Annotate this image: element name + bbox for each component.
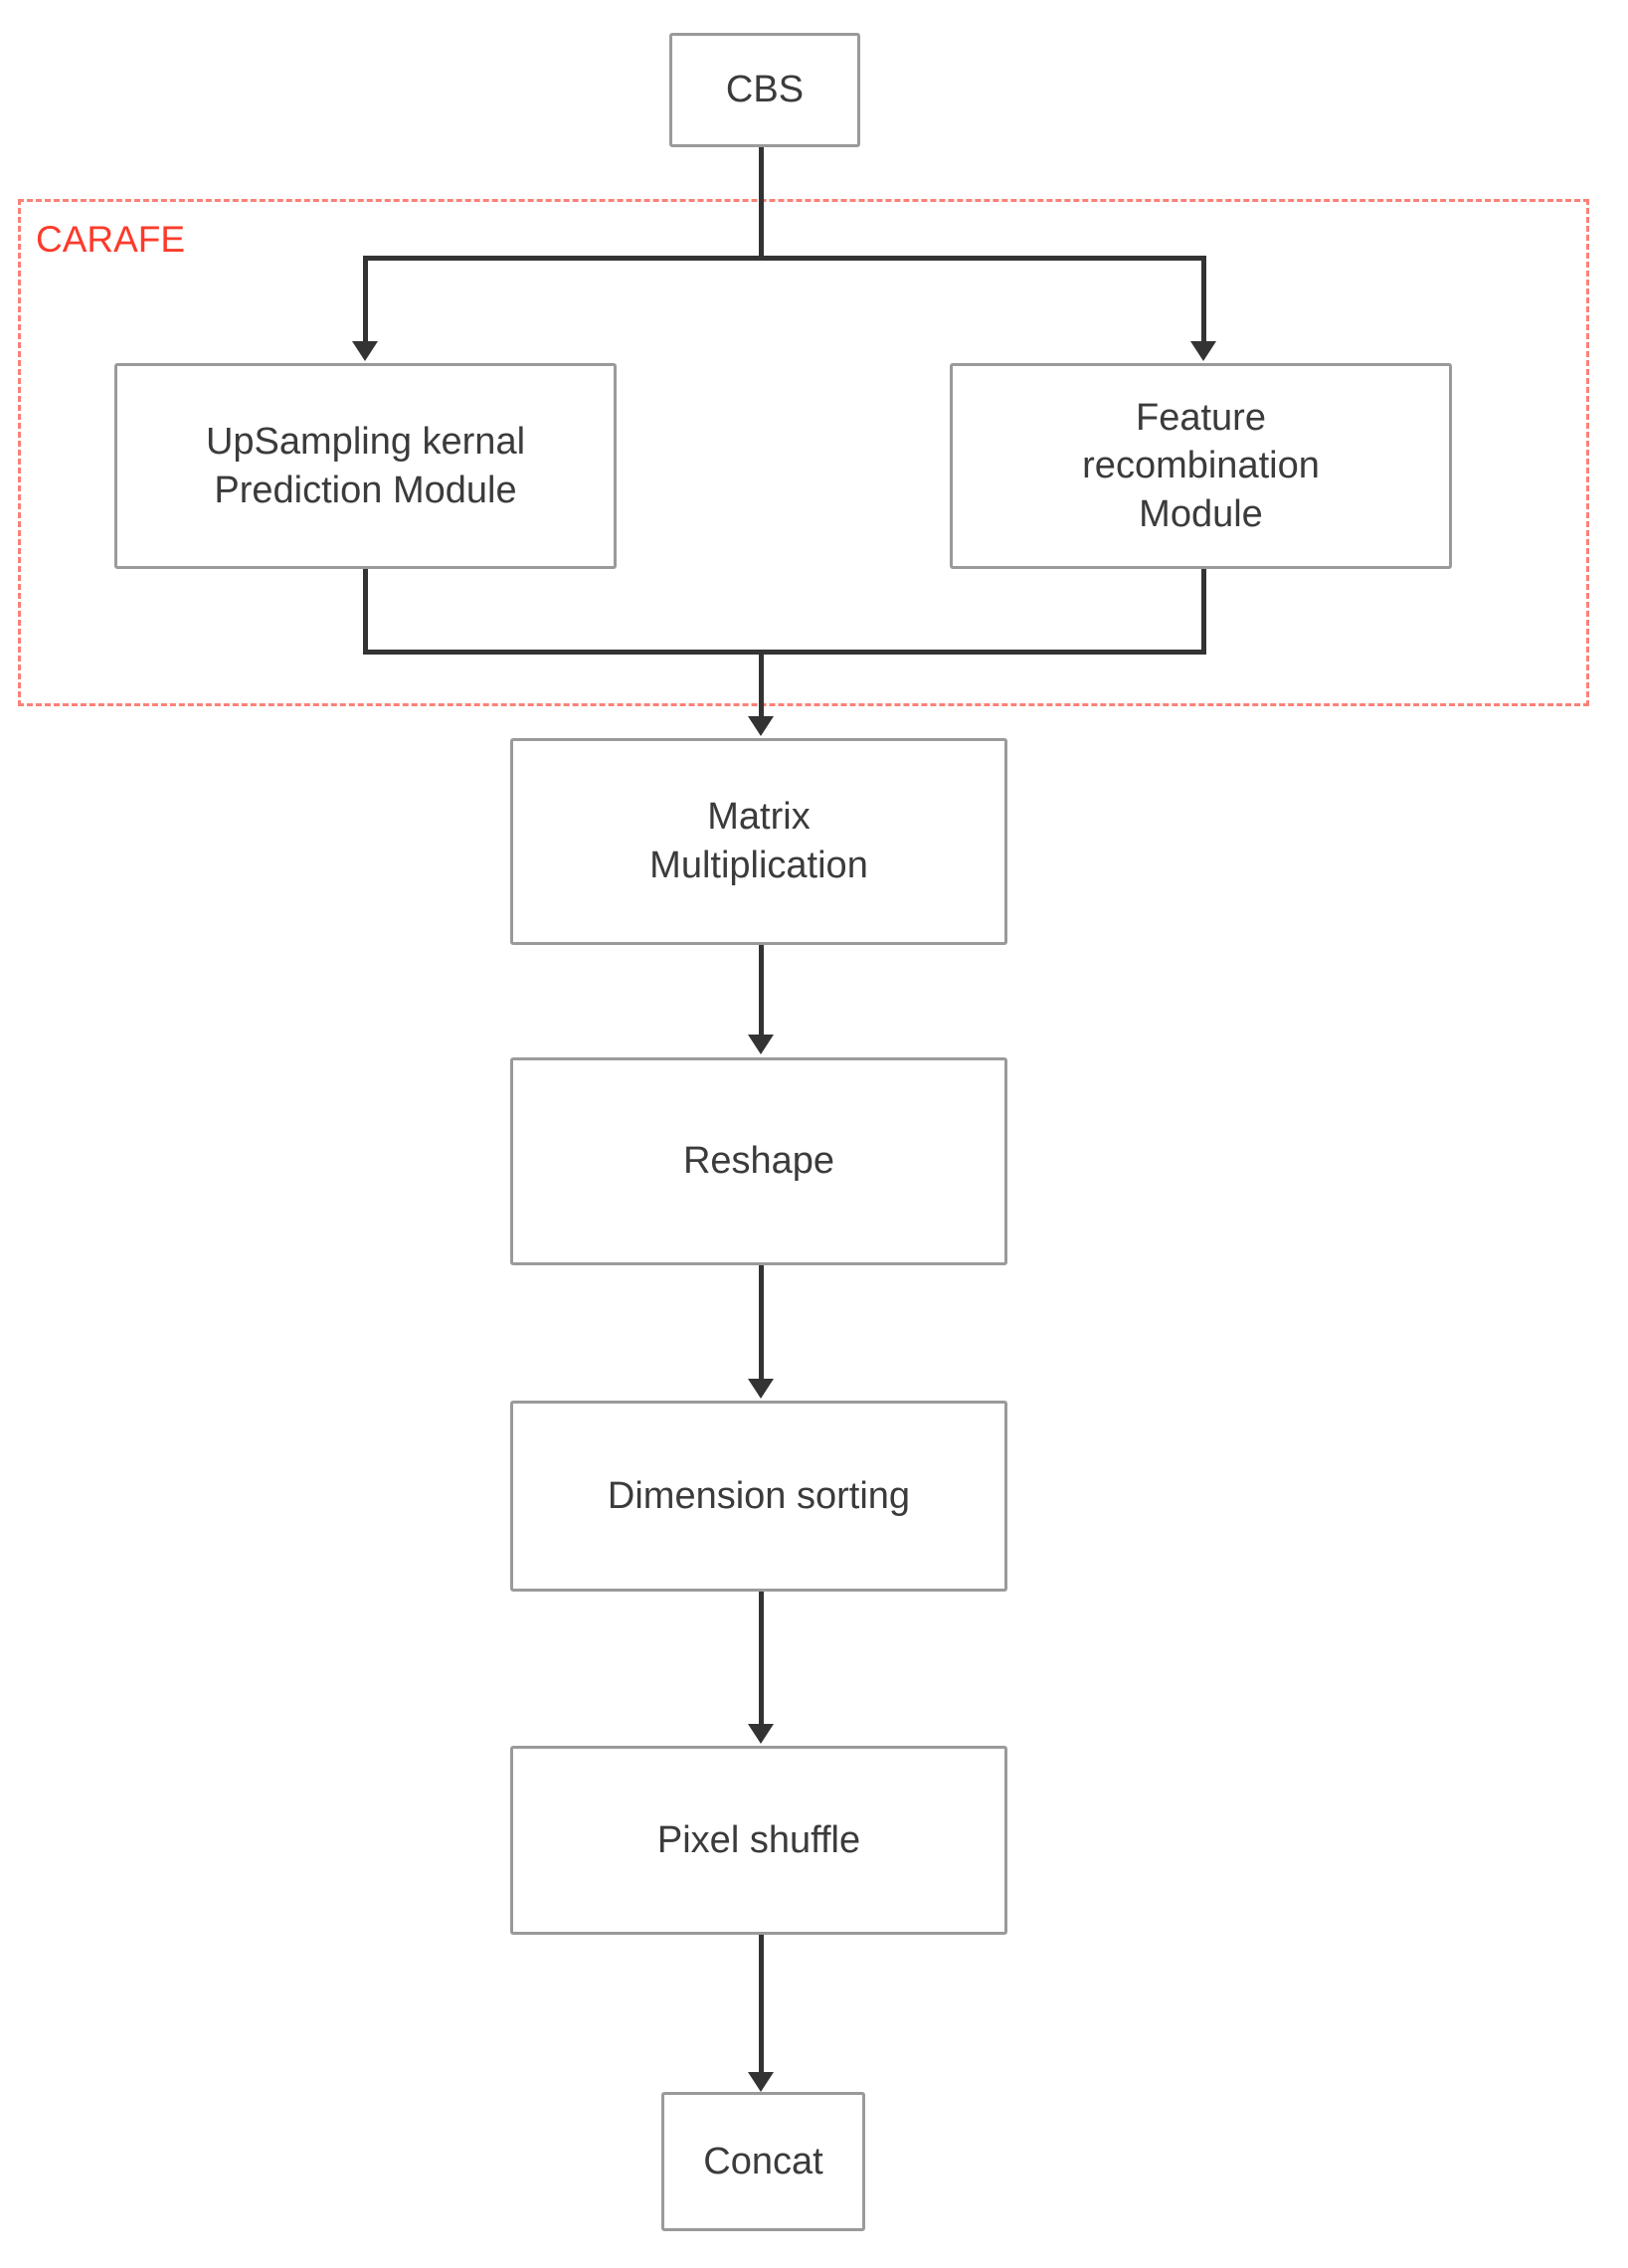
node-matrix-multiplication-label: Matrix Multiplication	[649, 796, 868, 886]
edge-merge-to-matrix-multiplication	[759, 650, 764, 721]
node-pixel-shuffle[interactable]: Pixel shuffle	[510, 1746, 1007, 1935]
arrowhead-to-reshape-icon	[748, 1035, 774, 1054]
edge-feature-recombination-down	[1201, 567, 1206, 655]
carafe-group-label: CARAFE	[36, 219, 186, 260]
edge-dimension-sorting-to-pixel-shuffle	[759, 1592, 764, 1726]
edge-split-bar	[363, 256, 1206, 261]
arrowhead-to-dimension-sorting-icon	[748, 1379, 774, 1399]
edge-merge-bar	[363, 650, 1206, 655]
node-reshape-label: Reshape	[682, 1140, 835, 1183]
node-concat-label: Concat	[703, 2140, 823, 2182]
node-cbs[interactable]: CBS	[669, 33, 860, 147]
node-reshape[interactable]: Reshape	[510, 1057, 1007, 1265]
carafe-group-boundary	[18, 199, 1589, 706]
arrowhead-to-matrix-multiplication-icon	[748, 716, 774, 736]
edge-upsampling-kernel-down	[363, 567, 368, 655]
arrowhead-to-concat-icon	[748, 2072, 774, 2092]
node-feature-recombination-module[interactable]: Feature recombination Module	[950, 363, 1452, 569]
node-upsampling-kernel-prediction-module-label: UpSampling kernal Prediction Module	[205, 420, 526, 511]
arrowhead-to-feature-recombination-icon	[1190, 341, 1216, 361]
edge-matrix-multiplication-to-reshape	[759, 945, 764, 1037]
edge-cbs-trunk	[759, 147, 764, 259]
edge-to-feature-recombination	[1201, 256, 1206, 343]
edge-to-upsampling-kernel	[363, 256, 368, 343]
node-pixel-shuffle-label: Pixel shuffle	[656, 1818, 861, 1861]
node-dimension-sorting-label: Dimension sorting	[607, 1474, 911, 1517]
node-matrix-multiplication[interactable]: Matrix Multiplication	[510, 738, 1007, 945]
node-cbs-label: CBS	[725, 69, 805, 111]
node-feature-recombination-module-label: Feature recombination Module	[1082, 396, 1320, 535]
arrowhead-to-pixel-shuffle-icon	[748, 1724, 774, 1744]
edge-pixel-shuffle-to-concat	[759, 1935, 764, 2074]
node-dimension-sorting[interactable]: Dimension sorting	[510, 1401, 1007, 1592]
node-concat[interactable]: Concat	[661, 2092, 865, 2231]
edge-reshape-to-dimension-sorting	[759, 1265, 764, 1381]
node-upsampling-kernel-prediction-module[interactable]: UpSampling kernal Prediction Module	[114, 363, 617, 569]
arrowhead-to-upsampling-kernel-icon	[352, 341, 378, 361]
